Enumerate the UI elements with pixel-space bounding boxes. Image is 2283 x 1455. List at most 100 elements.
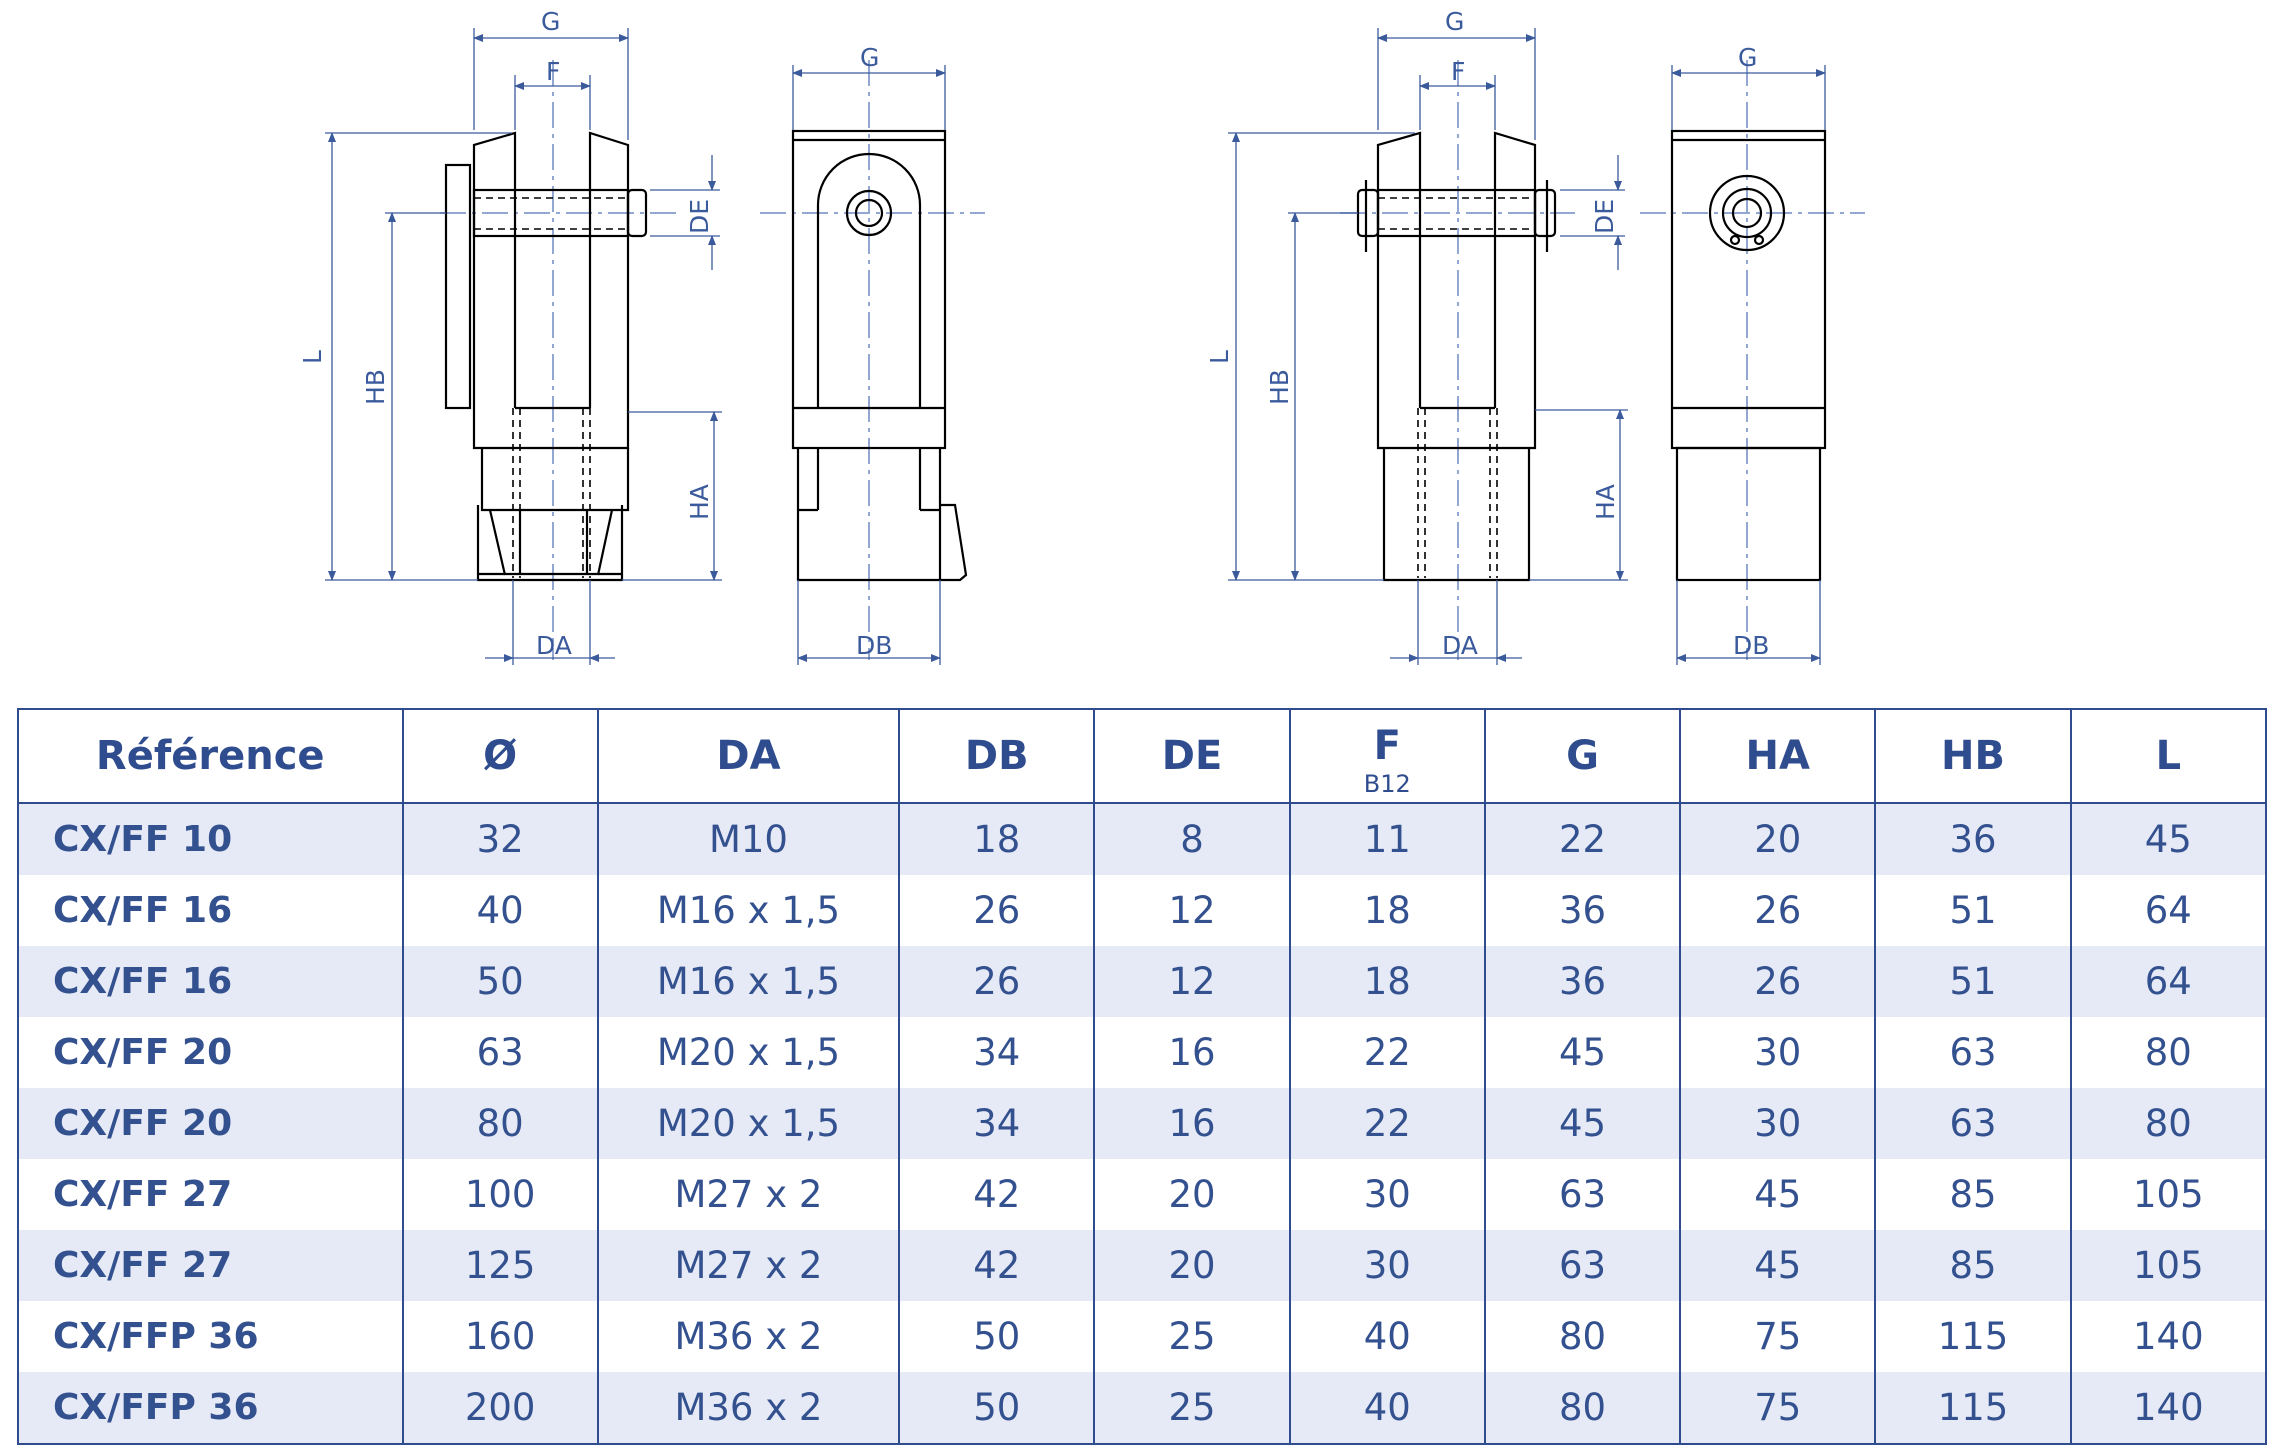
column-header: DE — [1093, 708, 1291, 804]
reference-cell: CX/FF 20 — [17, 1088, 404, 1159]
table-cell: 22 — [1288, 1017, 1486, 1088]
dim-label-g-2: G — [860, 43, 879, 72]
column-header-label: G — [1566, 733, 1599, 779]
table-cell: 32 — [401, 803, 599, 875]
table-cell: 45 — [1483, 1088, 1682, 1159]
table-cell: 30 — [1679, 1017, 1877, 1088]
table-cell: 34 — [898, 1017, 1096, 1088]
table-cell: 50 — [898, 1301, 1096, 1372]
table-cell: M36 x 2 — [596, 1372, 901, 1445]
table-cell: 85 — [1874, 1230, 2072, 1301]
table-cell: 80 — [2069, 1017, 2268, 1088]
dim-label-l: L — [298, 350, 327, 364]
table-cell: 18 — [898, 803, 1096, 875]
table-cell: M27 x 2 — [596, 1159, 901, 1230]
reference-cell: CX/FF 16 — [17, 875, 404, 946]
table-cell: 30 — [1288, 1159, 1486, 1230]
column-header: L — [2069, 708, 2268, 804]
table-cell: 36 — [1874, 803, 2072, 875]
table-cell: 105 — [2069, 1159, 2268, 1230]
dim-label-hb-2: HB — [1265, 369, 1294, 405]
table-cell: 45 — [1483, 1017, 1682, 1088]
table-cell: 20 — [1093, 1159, 1291, 1230]
clevis-side-view-1: G F DE L HB HA DA — [298, 7, 722, 665]
table-cell: 22 — [1288, 1088, 1486, 1159]
table-cell: M20 x 1,5 — [596, 1088, 901, 1159]
table-cell: 64 — [2069, 946, 2268, 1017]
table-cell: 80 — [401, 1088, 599, 1159]
technical-drawing: G F DE L HB HA DA — [298, 7, 1865, 665]
table-cell: 26 — [898, 946, 1096, 1017]
table-cell: 140 — [2069, 1372, 2268, 1445]
column-header-label: Ø — [483, 733, 518, 779]
table-cell: 51 — [1874, 946, 2072, 1017]
table-cell: 36 — [1483, 946, 1682, 1017]
dim-label-de: DE — [685, 199, 714, 234]
table-cell: 11 — [1288, 803, 1486, 875]
table-cell: 63 — [1874, 1088, 2072, 1159]
table-cell: 115 — [1874, 1301, 2072, 1372]
dim-label-f: F — [546, 57, 560, 86]
table-cell: M36 x 2 — [596, 1301, 901, 1372]
dim-label-da-2: DA — [1442, 631, 1478, 660]
column-header-label: DB — [964, 733, 1029, 779]
column-header: Référence — [17, 708, 404, 804]
column-header: HB — [1874, 708, 2072, 804]
table-cell: 80 — [2069, 1088, 2268, 1159]
table-cell: 50 — [401, 946, 599, 1017]
reference-cell: CX/FF 20 — [17, 1017, 404, 1088]
table-cell: M20 x 1,5 — [596, 1017, 901, 1088]
table-cell: 64 — [2069, 875, 2268, 946]
table-cell: M27 x 2 — [596, 1230, 901, 1301]
table-cell: M16 x 1,5 — [596, 875, 901, 946]
column-header-label: F — [1373, 723, 1401, 769]
table-cell: 140 — [2069, 1301, 2268, 1372]
table-cell: 45 — [1679, 1230, 1877, 1301]
column-header-label: DA — [716, 733, 781, 779]
table-cell: 45 — [2069, 803, 2268, 875]
table-cell: 12 — [1093, 875, 1291, 946]
table-cell: 25 — [1093, 1301, 1291, 1372]
column-header-label: HA — [1745, 733, 1810, 779]
table-cell: M10 — [596, 803, 901, 875]
dim-label-f-2: F — [1451, 57, 1465, 86]
table-cell: 26 — [898, 875, 1096, 946]
dim-label-db-2: DB — [1733, 631, 1769, 660]
dim-label-g: G — [541, 7, 560, 36]
table-cell: 36 — [1483, 875, 1682, 946]
table-cell: 125 — [401, 1230, 599, 1301]
table-cell: 80 — [1483, 1372, 1682, 1445]
column-header-tolerance: B12 — [1363, 770, 1411, 798]
table-cell: 75 — [1679, 1301, 1877, 1372]
table-cell: 12 — [1093, 946, 1291, 1017]
column-header: G — [1483, 708, 1682, 804]
dim-label-db: DB — [856, 631, 892, 660]
column-header: HA — [1679, 708, 1877, 804]
table-cell: 16 — [1093, 1088, 1291, 1159]
table-cell: 42 — [898, 1230, 1096, 1301]
table-cell: 75 — [1679, 1372, 1877, 1445]
dim-label-ha: HA — [685, 484, 714, 520]
table-cell: 20 — [1093, 1230, 1291, 1301]
table-cell: 34 — [898, 1088, 1096, 1159]
table-cell: 85 — [1874, 1159, 2072, 1230]
column-header: DA — [596, 708, 901, 804]
dim-label-g-4: G — [1738, 43, 1757, 72]
dim-label-de-2: DE — [1590, 199, 1619, 234]
table-cell: 115 — [1874, 1372, 2072, 1445]
table-cell: 42 — [898, 1159, 1096, 1230]
table-cell: 160 — [401, 1301, 599, 1372]
dim-label-ha-2: HA — [1591, 484, 1620, 520]
table-cell: 40 — [401, 875, 599, 946]
reference-cell: CX/FF 10 — [17, 803, 404, 875]
table-cell: 100 — [401, 1159, 599, 1230]
